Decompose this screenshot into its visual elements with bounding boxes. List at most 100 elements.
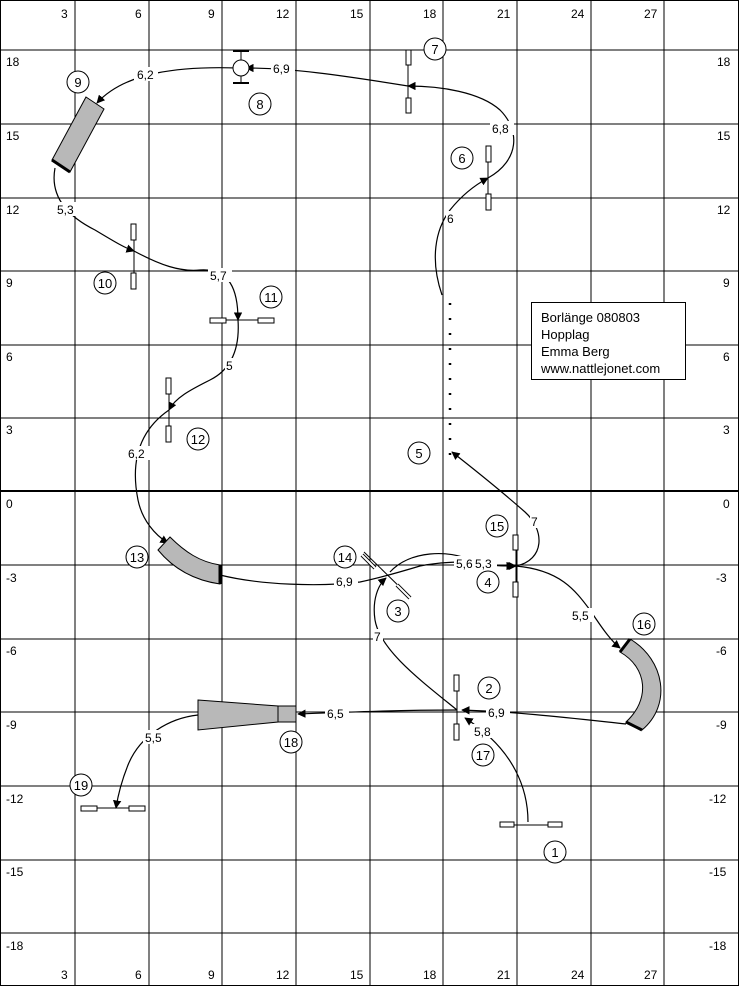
tick-label: 9 <box>723 276 730 290</box>
distance-label: 5,8 <box>474 725 491 739</box>
tick-label: 9 <box>6 276 13 290</box>
tick-label: -6 <box>6 644 17 658</box>
tick-label: -3 <box>716 571 727 585</box>
svg-text:4: 4 <box>484 575 491 590</box>
tick-label: 15 <box>717 129 731 143</box>
number-badge: 14 <box>333 545 357 569</box>
tick-label: 3 <box>6 423 13 437</box>
distance-label: 6,2 <box>128 447 145 461</box>
svg-text:6: 6 <box>458 151 465 166</box>
distance-label: 5,3 <box>57 203 74 217</box>
tick-label: 18 <box>717 55 731 69</box>
distance-label: 6,9 <box>488 706 505 720</box>
svg-text:14: 14 <box>338 550 352 565</box>
distance-label: 5 <box>226 359 233 373</box>
svg-text:17: 17 <box>476 748 490 763</box>
tick-label: -18 <box>709 939 727 953</box>
svg-text:16: 16 <box>637 617 651 632</box>
obstacle-11 <box>209 317 275 324</box>
tick-label: 24 <box>571 968 585 982</box>
number-badge: 10 <box>93 271 117 295</box>
tick-label: 3 <box>61 7 68 21</box>
tick-label: 27 <box>644 968 658 982</box>
number-badge: 7 <box>423 37 447 61</box>
tick-label: 0 <box>6 497 13 511</box>
number-badge: 8 <box>248 92 272 116</box>
tick-label: 6 <box>135 7 142 21</box>
course-info-box: Borlänge 080803 Hopplag Emma Berg www.na… <box>531 302 686 380</box>
svg-text:10: 10 <box>98 276 112 291</box>
svg-text:1: 1 <box>551 845 558 860</box>
distance-label: 5,3 <box>475 557 492 571</box>
svg-text:19: 19 <box>74 778 88 793</box>
tick-label: 9 <box>208 968 215 982</box>
distance-label: 7 <box>374 630 381 644</box>
svg-text:13: 13 <box>130 550 144 565</box>
tick-label: -9 <box>6 718 17 732</box>
number-badge: 3 <box>386 599 410 623</box>
svg-text:15: 15 <box>490 519 504 534</box>
obstacle-10 <box>130 223 137 290</box>
tick-label: -12 <box>6 792 24 806</box>
grid-horizontal <box>0 49 739 934</box>
obstacle-13-tunnel <box>157 536 222 585</box>
tick-label: 12 <box>276 7 290 21</box>
number-badge: 17 <box>471 743 495 767</box>
svg-text:9: 9 <box>74 75 81 90</box>
number-badge: 15 <box>485 514 509 538</box>
obstacle-7 <box>405 49 412 114</box>
obstacle-3-14 <box>360 551 412 600</box>
number-badge: 6 <box>450 146 474 170</box>
tick-label: 3 <box>723 423 730 437</box>
tick-label: 18 <box>423 968 437 982</box>
number-badge: 2 <box>477 676 501 700</box>
tick-label: 18 <box>423 7 437 21</box>
svg-text:11: 11 <box>264 290 278 305</box>
tick-label: 12 <box>276 968 290 982</box>
obstacle-numbers: 1 2 3 4 5 6 7 8 9 10 11 12 13 14 15 16 1… <box>66 37 656 864</box>
obstacle-18-chute <box>197 699 297 731</box>
svg-text:3: 3 <box>394 604 401 619</box>
tick-label: 12 <box>6 203 20 217</box>
tick-label: 3 <box>61 968 68 982</box>
obstacle-12 <box>165 377 172 443</box>
distance-label: 6 <box>447 212 454 226</box>
tick-label: 6 <box>135 968 142 982</box>
number-badge: 18 <box>279 730 303 754</box>
info-line-1: Borlänge 080803 <box>541 310 641 325</box>
number-badge: 13 <box>125 545 149 569</box>
number-badge: 11 <box>259 285 283 309</box>
obstacle-9-tunnel <box>51 96 105 174</box>
obstacle-1 <box>499 821 563 828</box>
number-badge: 5 <box>407 441 431 465</box>
svg-text:7: 7 <box>431 42 438 57</box>
number-badge: 4 <box>476 570 500 594</box>
obstacle-19 <box>80 805 146 812</box>
distance-label: 6,9 <box>273 62 290 76</box>
tick-label: 27 <box>644 7 658 21</box>
svg-text:12: 12 <box>191 432 205 447</box>
axis-bottom: 3 6 9 12 15 18 21 24 27 <box>61 968 658 982</box>
tick-label: -12 <box>709 792 727 806</box>
svg-text:8: 8 <box>256 97 263 112</box>
svg-text:18: 18 <box>284 735 298 750</box>
info-line-2: Hopplag <box>541 327 590 342</box>
tick-label: 15 <box>6 129 20 143</box>
grid-vertical <box>74 0 665 986</box>
axis-top: 3 6 9 12 15 18 21 24 27 <box>61 7 658 21</box>
number-badge: 16 <box>632 612 656 636</box>
number-badge: 19 <box>69 773 93 797</box>
obstacle-4-15 <box>512 534 519 598</box>
tick-label: 15 <box>350 968 364 982</box>
tick-label: -9 <box>716 718 727 732</box>
tick-label: 12 <box>717 203 731 217</box>
number-badge: 9 <box>66 70 90 94</box>
distance-label: 5,7 <box>210 269 227 283</box>
distance-label: 7 <box>531 515 538 529</box>
tick-label: 24 <box>571 7 585 21</box>
distance-label: 6,5 <box>327 707 344 721</box>
obstacle-16-tunnel <box>618 638 662 732</box>
distance-label: 5,5 <box>572 609 589 623</box>
tick-label: 6 <box>6 350 13 364</box>
